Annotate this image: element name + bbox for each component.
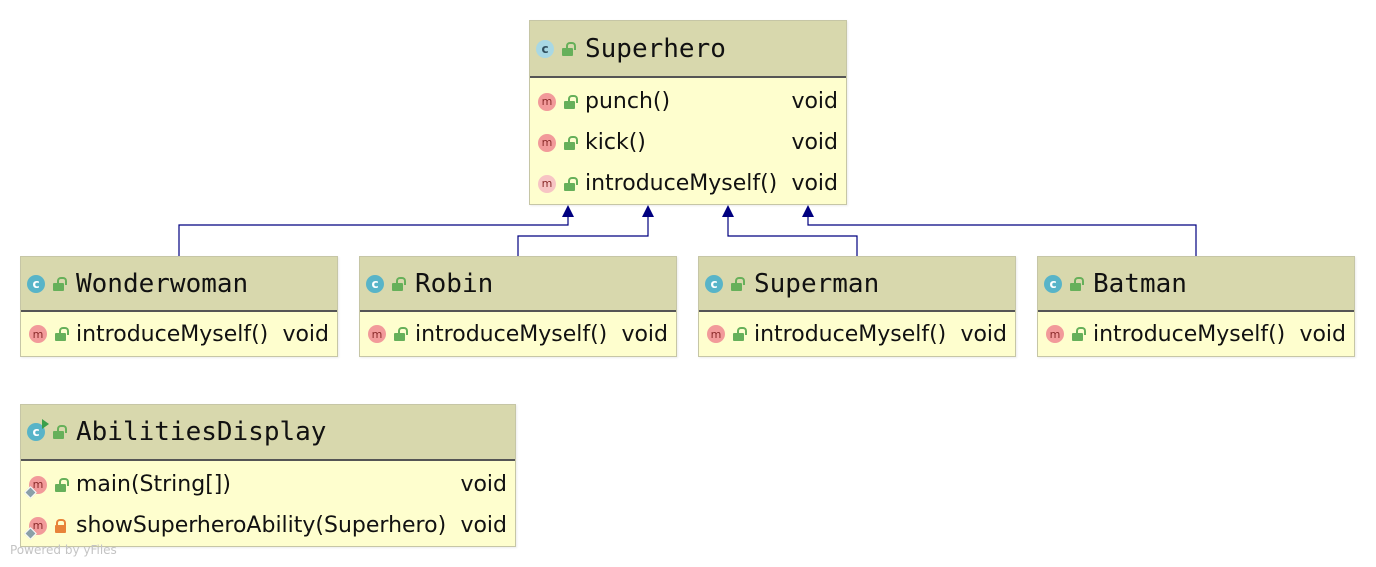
class-members: m introduceMyself() void (1038, 312, 1354, 356)
class-name: Superhero (585, 33, 726, 64)
return-type: void (460, 472, 507, 497)
method-name: kick() (585, 130, 646, 155)
method-name: punch() (585, 89, 671, 114)
public-lock-icon (55, 477, 69, 492)
return-type: void (621, 321, 668, 347)
member-row[interactable]: m introduceMyself() void (530, 163, 846, 204)
abstract-method-icon: m (538, 174, 556, 193)
public-lock-icon (392, 276, 406, 291)
class-letter: c (32, 425, 40, 439)
public-lock-icon (1070, 276, 1084, 291)
method-icon: m (1046, 325, 1064, 343)
class-name: Wonderwoman (76, 268, 249, 299)
method-icon: m (29, 325, 47, 343)
class-header: c Superhero (530, 21, 846, 78)
public-lock-icon (564, 176, 578, 191)
class-header: c AbilitiesDisplay (21, 405, 515, 461)
method-letter: m (32, 519, 44, 532)
class-name: Superman (754, 268, 880, 299)
method-icon: m (368, 325, 386, 343)
edge-robin-superhero (517, 210, 649, 256)
member-row[interactable]: m main(String[]) void (21, 464, 515, 505)
arrowhead-wonderwoman (562, 205, 574, 217)
public-lock-icon (1072, 327, 1086, 341)
method-icon: m (538, 92, 556, 111)
class-header: c Batman (1038, 257, 1354, 312)
edge-superman-superhero (727, 210, 858, 256)
method-name: introduceMyself() (585, 171, 778, 196)
powered-by-footer: Powered by yFiles (10, 543, 117, 557)
run-arrow-icon (42, 419, 49, 429)
class-robin[interactable]: c Robin m introduceMyself() void (359, 256, 677, 357)
member-row[interactable]: m introduceMyself() void (360, 312, 676, 356)
member-row[interactable]: m kick() void (530, 122, 846, 163)
class-batman[interactable]: c Batman m introduceMyself() void (1037, 256, 1355, 357)
class-name: Batman (1093, 268, 1187, 299)
return-type: void (1299, 321, 1346, 347)
class-header: c Robin (360, 257, 676, 312)
class-name: Robin (415, 268, 494, 299)
arrowhead-robin (642, 205, 654, 217)
class-abilities-display[interactable]: c AbilitiesDisplay m main(String[]) void… (20, 404, 516, 547)
public-lock-icon (55, 327, 69, 341)
class-superman[interactable]: c Superman m introduceMyself() void (698, 256, 1016, 357)
public-lock-icon (53, 276, 67, 291)
class-members: m punch() void m kick() void m introduce… (530, 78, 846, 204)
arrowhead-superman (722, 205, 734, 217)
class-icon: c (705, 274, 723, 293)
method-icon: m (707, 325, 725, 343)
class-members: m introduceMyself() void (699, 312, 1015, 356)
class-header: c Superman (699, 257, 1015, 312)
public-lock-icon (731, 276, 745, 291)
class-icon: c (366, 274, 384, 293)
abstract-class-icon: c (536, 39, 554, 58)
class-wonderwoman[interactable]: c Wonderwoman m introduceMyself() void (20, 256, 338, 357)
class-members: m introduceMyself() void (360, 312, 676, 356)
return-type: void (791, 89, 838, 114)
class-header: c Wonderwoman (21, 257, 337, 312)
method-name: introduceMyself() (1093, 321, 1286, 347)
method-icon: m (538, 133, 556, 152)
member-row[interactable]: m introduceMyself() void (1038, 312, 1354, 356)
edge-batman-superhero (807, 210, 1197, 256)
arrowhead-batman (802, 205, 814, 217)
return-type: void (460, 513, 507, 538)
public-lock-icon (53, 425, 67, 439)
method-name: introduceMyself() (415, 321, 608, 347)
member-row[interactable]: m showSuperheroAbility(Superhero) void (21, 505, 515, 546)
class-icon: c (27, 274, 45, 293)
class-icon: c (1044, 274, 1062, 293)
static-method-icon: m (24, 516, 47, 540)
method-name: introduceMyself() (754, 321, 947, 347)
member-row[interactable]: m introduceMyself() void (21, 312, 337, 356)
member-row[interactable]: m punch() void (530, 81, 846, 122)
edge-wonderwoman-superhero (178, 210, 569, 256)
runnable-class-icon: c (27, 419, 49, 441)
public-lock-icon (564, 94, 578, 109)
public-lock-icon (394, 327, 408, 341)
method-name: main(String[]) (76, 472, 231, 497)
public-lock-icon (733, 327, 747, 341)
return-type: void (791, 130, 838, 155)
member-row[interactable]: m introduceMyself() void (699, 312, 1015, 356)
class-superhero[interactable]: c Superhero m punch() void m kick() void… (529, 20, 847, 205)
class-members: m main(String[]) void m showSuperheroAbi… (21, 461, 515, 546)
class-members: m introduceMyself() void (21, 312, 337, 356)
return-type: void (960, 321, 1007, 347)
public-lock-icon (562, 41, 576, 56)
class-name: AbilitiesDisplay (76, 417, 327, 447)
return-type: void (791, 171, 838, 196)
method-letter: m (32, 478, 44, 491)
return-type: void (282, 321, 329, 347)
method-name: introduceMyself() (76, 321, 269, 347)
public-lock-icon (564, 135, 578, 150)
static-method-icon: m (24, 475, 47, 499)
private-lock-icon (55, 518, 66, 533)
method-name: showSuperheroAbility(Superhero) (76, 513, 447, 538)
